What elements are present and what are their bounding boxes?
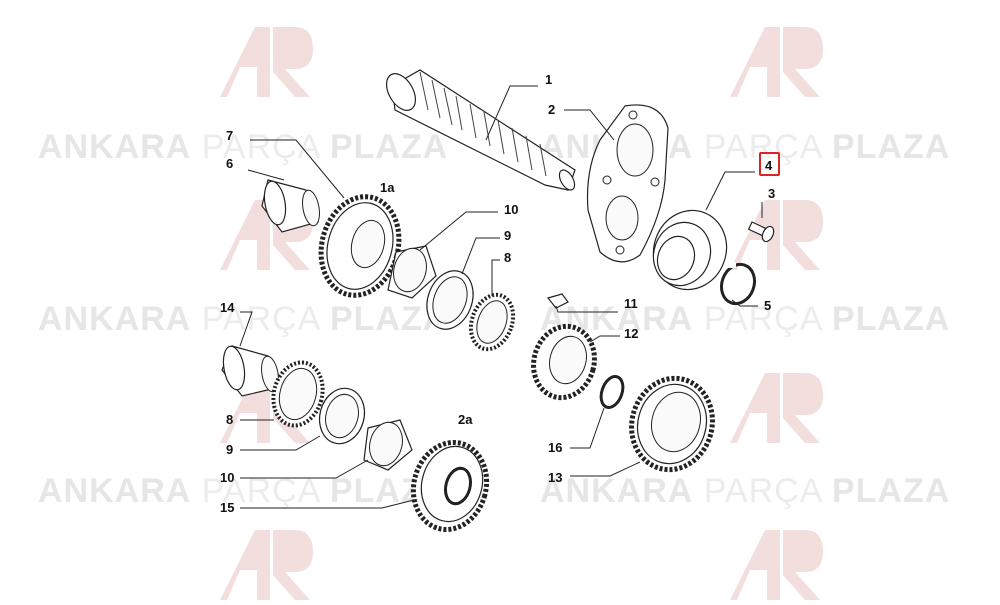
brand-logo-watermark — [220, 27, 313, 97]
brand-watermark-text: ANKARA PARÇA PLAZA — [38, 472, 448, 511]
callout-2[interactable]: 2 — [548, 102, 555, 117]
callout-3[interactable]: 3 — [768, 186, 775, 201]
brand-bold-2: PLAZA — [831, 472, 951, 510]
part-sync-hub-10 — [387, 245, 437, 299]
brand-logo-watermark — [730, 200, 823, 270]
brand-light: PARÇA — [703, 472, 822, 510]
part-ring-gear-13 — [629, 375, 715, 473]
part-toothed-ring-8 — [468, 292, 516, 352]
brand-logo-watermark — [220, 530, 313, 600]
part-needle-bearing-6 — [261, 179, 320, 233]
brand-watermark-text: ANKARA PARÇA PLAZA — [540, 472, 950, 511]
callout-5[interactable]: 5 — [764, 298, 771, 313]
callout-1a[interactable]: 1a — [380, 180, 395, 195]
callout-16[interactable]: 16 — [548, 440, 562, 455]
brand-bold-2: PLAZA — [329, 128, 449, 166]
callout-4[interactable]: 4 — [765, 158, 773, 173]
part-shaft — [385, 69, 576, 191]
brand-light: PARÇA — [703, 128, 822, 166]
brand-bold-2: PLAZA — [831, 128, 951, 166]
part-gear-2a — [410, 439, 490, 533]
brand-bold-1: ANKARA — [38, 472, 192, 510]
part-circlip-16 — [599, 375, 625, 409]
part-sync-hub-10-lower — [363, 419, 413, 471]
brand-light: PARÇA — [201, 128, 320, 166]
part-bearing — [652, 209, 728, 291]
brand-bold-1: ANKARA — [38, 128, 192, 166]
callout-2a[interactable]: 2a — [458, 412, 473, 427]
callout-12[interactable]: 12 — [624, 326, 638, 341]
part-sliding-sleeve — [531, 323, 597, 401]
callout-8-bottom[interactable]: 8 — [226, 412, 233, 427]
brand-light: PARÇA — [703, 300, 822, 338]
callout-9-top[interactable]: 9 — [504, 228, 511, 243]
part-gear-1a — [318, 194, 402, 298]
part-plate — [586, 104, 669, 263]
part-ring-9-lower — [318, 387, 366, 445]
part-circlip — [719, 262, 757, 306]
brand-watermark-text: ANKARA PARÇA PLAZA — [38, 128, 448, 167]
part-needle-bearing-14 — [221, 345, 279, 397]
callout-1[interactable]: 1 — [545, 72, 552, 87]
part-key — [546, 293, 569, 309]
brand-logo-watermark — [730, 373, 823, 443]
part-toothed-ring-8-lower — [271, 360, 325, 428]
brand-bold-2: PLAZA — [831, 300, 951, 338]
brand-logo-watermark — [730, 530, 823, 600]
callout-9-bottom[interactable]: 9 — [226, 442, 233, 457]
brand-bold-1: ANKARA — [540, 472, 694, 510]
leader-lines — [239, 85, 763, 509]
callout-6[interactable]: 6 — [226, 156, 233, 171]
callout-15[interactable]: 15 — [220, 500, 234, 515]
part-bolt — [747, 221, 775, 243]
callout-14[interactable]: 14 — [220, 300, 235, 315]
callout-highlight-box — [759, 152, 780, 176]
brand-logo-watermark — [730, 27, 823, 97]
part-ring-9 — [426, 270, 474, 330]
callout-10-bottom[interactable]: 10 — [220, 470, 234, 485]
callout-10-top[interactable]: 10 — [504, 202, 518, 217]
callout-11[interactable]: 11 — [624, 296, 638, 311]
callout-8-top[interactable]: 8 — [504, 250, 511, 265]
brand-light: PARÇA — [201, 300, 320, 338]
brand-bold-1: ANKARA — [38, 300, 192, 338]
callout-7[interactable]: 7 — [226, 128, 233, 143]
callout-13[interactable]: 13 — [548, 470, 562, 485]
